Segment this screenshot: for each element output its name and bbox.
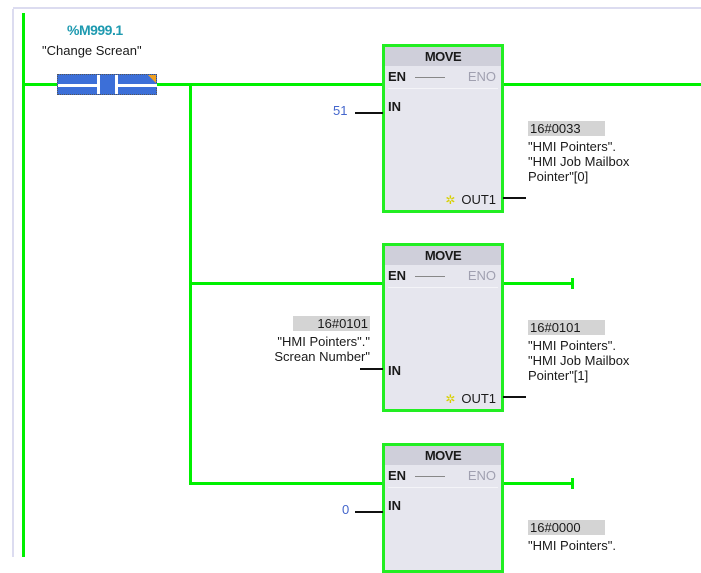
pin-separator <box>388 88 498 89</box>
block-2-in-tag-line: "HMI Pointers"." <box>277 334 370 349</box>
block-3-in-wire <box>355 511 383 513</box>
block-1-out-operand[interactable]: 16#0033 "HMI Pointers". "HMI Job Mailbox… <box>528 121 629 184</box>
eno-pin: ENO <box>467 69 496 84</box>
out1-label: OUT1 <box>461 192 496 207</box>
network-frame-top <box>13 7 701 9</box>
block-1-out-wire <box>503 197 526 199</box>
block-1-out-tag-line: Pointer"[0] <box>528 169 589 184</box>
block-2-in-wire <box>360 368 383 370</box>
in-pin: IN <box>388 363 401 378</box>
normally-open-contact[interactable] <box>57 74 157 95</box>
rung-3-eno-wire <box>503 482 573 485</box>
out1-pin: ✲ OUT1 <box>445 391 496 406</box>
rung-2-eno-terminal <box>571 278 574 289</box>
rung-1-eno-wire <box>503 83 701 86</box>
block-1-out-tag-line: "HMI Job Mailbox <box>528 154 630 169</box>
block-2-out-value: 16#0101 <box>528 320 605 335</box>
move-block-title: MOVE <box>385 246 501 265</box>
en-pin: EN <box>388 69 407 84</box>
en-eno-dash <box>415 276 445 277</box>
rung-wire-contact-in <box>22 83 58 86</box>
move-block-1[interactable]: MOVE EN ENO IN ✲ OUT1 <box>382 44 504 213</box>
move-block-title: MOVE <box>385 47 501 66</box>
move-block-2[interactable]: MOVE EN ENO IN ✲ OUT1 <box>382 243 504 412</box>
contact-bar-left <box>97 75 100 94</box>
eno-pin: ENO <box>467 268 496 283</box>
move-block-title: MOVE <box>385 446 501 465</box>
power-rail <box>22 13 25 557</box>
out1-pin: ✲ OUT1 <box>445 192 496 207</box>
block-2-out-tag-line: "HMI Pointers". <box>528 338 616 353</box>
en-eno-dash <box>415 476 445 477</box>
sparkle-icon: ✲ <box>445 392 456 406</box>
contact-line-right <box>115 84 157 87</box>
block-1-in-wire <box>355 112 383 114</box>
rung-2-eno-wire <box>503 282 573 285</box>
contact-line-left <box>58 84 98 87</box>
in-pin: IN <box>388 99 401 114</box>
move-block-3[interactable]: MOVE EN ENO IN <box>382 443 504 573</box>
eno-pin: ENO <box>467 468 496 483</box>
block-3-out-operand[interactable]: 16#0000 "HMI Pointers". <box>528 520 616 553</box>
en-eno-dash <box>415 77 445 78</box>
pin-separator <box>388 487 498 488</box>
block-3-out-tag-line: "HMI Pointers". <box>528 538 616 553</box>
sparkle-icon: ✲ <box>445 193 456 207</box>
block-2-in-operand[interactable]: 16#0101 "HMI Pointers"." Screan Number" <box>274 316 370 364</box>
rung-3-eno-terminal <box>571 478 574 489</box>
rung-wire-contact-out <box>156 83 384 86</box>
block-2-out-tag-line: Pointer"[1] <box>528 368 589 383</box>
block-3-in-value[interactable]: 0 <box>342 502 350 517</box>
out1-label: OUT1 <box>461 391 496 406</box>
block-3-out-value: 16#0000 <box>528 520 605 535</box>
block-2-out-operand[interactable]: 16#0101 "HMI Pointers". "HMI Job Mailbox… <box>528 320 629 383</box>
block-1-out-value: 16#0033 <box>528 121 605 136</box>
block-2-out-wire <box>503 396 526 398</box>
in-pin: IN <box>388 498 401 513</box>
network-frame-left <box>12 9 14 557</box>
block-2-out-tag-line: "HMI Job Mailbox <box>528 353 630 368</box>
block-2-in-value: 16#0101 <box>293 316 370 331</box>
contact-address[interactable]: %M999.1 <box>67 22 123 38</box>
contact-tag[interactable]: "Change Screan" <box>42 43 142 58</box>
rung-2-en-wire <box>189 282 384 285</box>
block-2-in-tag-line: Screan Number" <box>274 349 370 364</box>
en-pin: EN <box>388 268 407 283</box>
block-1-in-value[interactable]: 51 <box>333 103 348 118</box>
en-pin: EN <box>388 468 407 483</box>
pin-separator <box>388 287 498 288</box>
contact-corner-marker <box>148 75 156 83</box>
block-1-out-tag-line: "HMI Pointers". <box>528 139 616 154</box>
rung-3-en-wire <box>189 482 384 485</box>
